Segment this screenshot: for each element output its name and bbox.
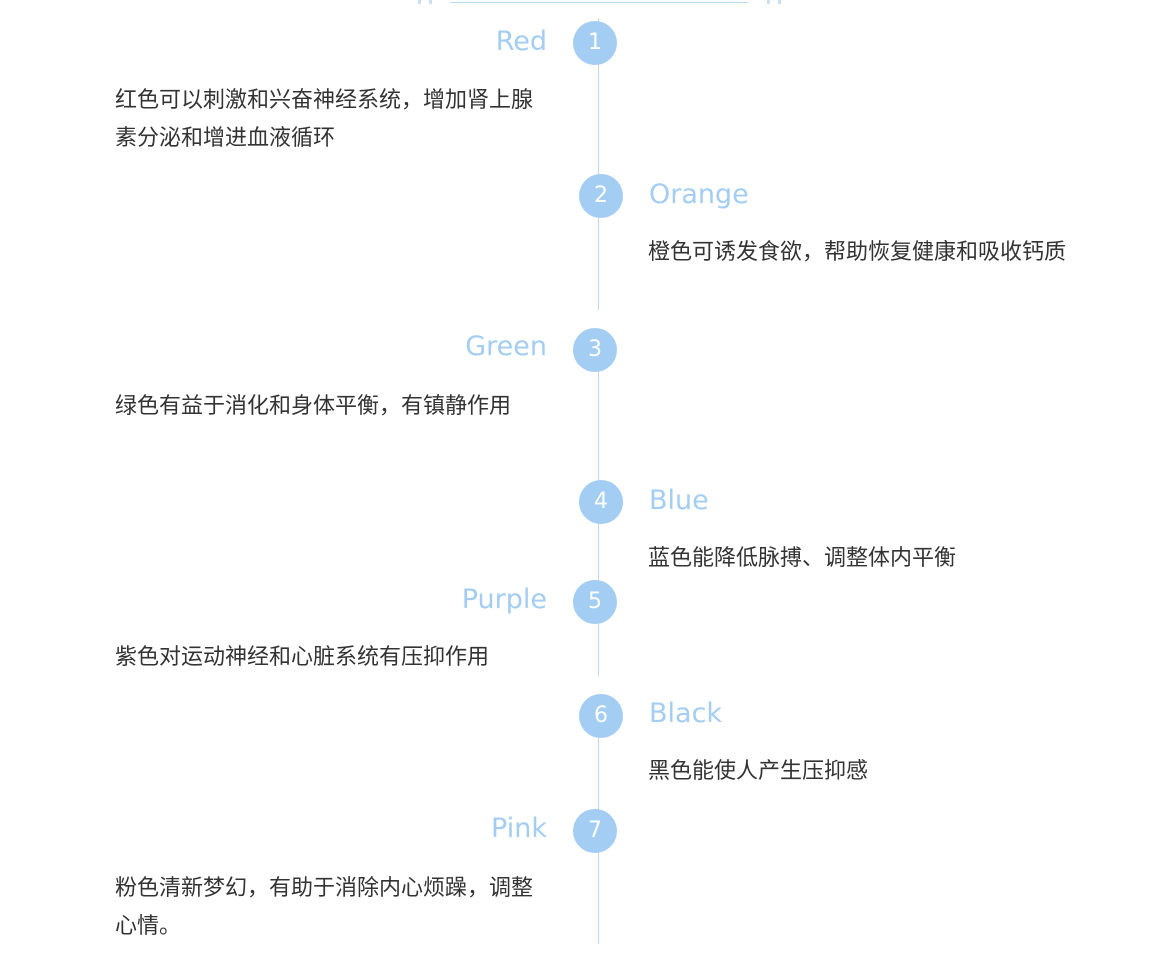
item-description: 黑色能使人产生压抑感 — [648, 759, 869, 784]
step-number-badge: 2 — [579, 174, 623, 218]
item-title: Green — [465, 331, 547, 362]
step-number-badge: 3 — [573, 328, 617, 372]
step-number-badge: 4 — [579, 480, 623, 524]
top-tick-left-b — [429, 0, 432, 4]
item-title: Black — [649, 698, 723, 729]
item-title: Red — [495, 26, 547, 57]
top-decoration — [0, 0, 1172, 8]
item-description: 紫色对运动神经和心脏系统有压抑作用 — [115, 645, 490, 670]
top-tick-right-a — [767, 0, 770, 4]
item-title: Orange — [649, 179, 749, 210]
timeline-axis-segment-1 — [598, 18, 599, 310]
top-tick-left-a — [418, 0, 421, 4]
top-divider — [450, 2, 748, 3]
item-description: 绿色有益于消化和身体平衡，有镇静作用 — [115, 394, 512, 419]
step-number-badge: 6 — [579, 694, 623, 738]
item-description: 粉色清新梦幻，有助于消除内心烦躁，调整心情。 — [115, 876, 534, 939]
step-number-badge: 7 — [573, 809, 617, 853]
step-number-badge: 1 — [573, 21, 617, 65]
item-title: Blue — [649, 485, 709, 516]
item-description: 蓝色能降低脉搏、调整体内平衡 — [648, 546, 957, 571]
item-description: 橙色可诱发食欲，帮助恢复健康和吸收钙质 — [648, 240, 1067, 265]
top-tick-right-b — [778, 0, 781, 4]
item-description: 红色可以刺激和兴奋神经系统，增加肾上腺素分泌和增进血液循环 — [115, 88, 534, 151]
item-title: Pink — [491, 813, 547, 844]
item-title: Purple — [461, 584, 547, 615]
step-number-badge: 5 — [573, 580, 617, 624]
